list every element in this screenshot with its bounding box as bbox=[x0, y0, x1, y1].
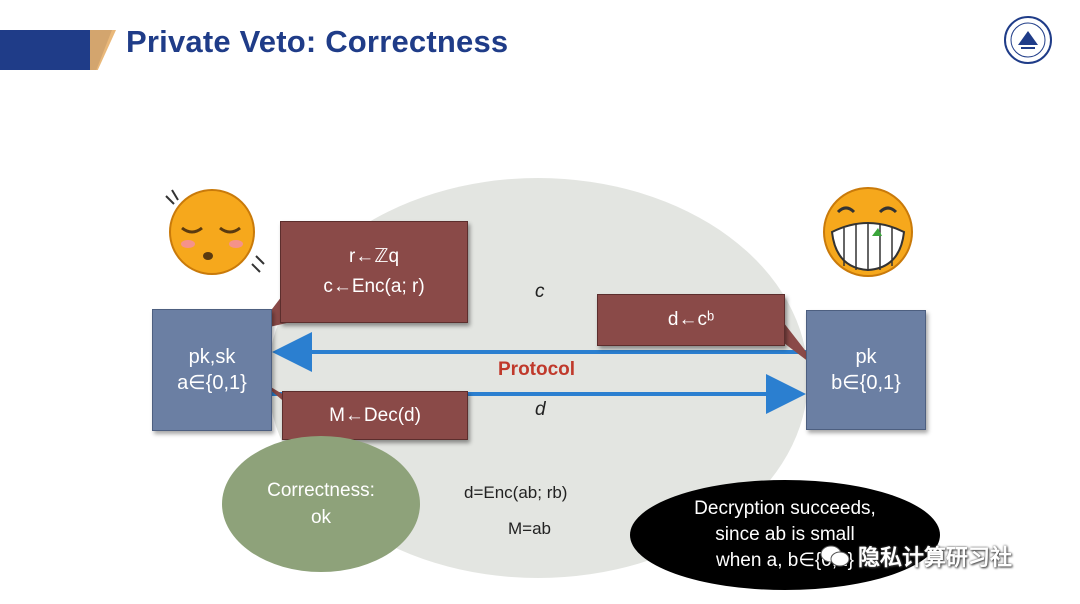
decryption-step: M←Dec(d) bbox=[329, 404, 421, 426]
party-a-input: a∈{0,1} bbox=[177, 372, 247, 394]
correctness-label: Correctness: bbox=[267, 480, 375, 501]
grinning-emoji-icon bbox=[823, 187, 913, 277]
message-d: d bbox=[535, 399, 546, 420]
random-sample: r←ℤq bbox=[348, 246, 400, 267]
note-line-3: when a, b∈{0,1} bbox=[715, 550, 855, 571]
party-a-keys: pk,sk bbox=[188, 346, 236, 368]
party-b-input: b∈{0,1} bbox=[831, 372, 901, 394]
correctness-value: ok bbox=[310, 507, 332, 528]
party-b-keys: pk bbox=[855, 346, 877, 368]
message-c: c bbox=[535, 281, 545, 302]
wechat-icon bbox=[820, 545, 850, 567]
formula-d: d=Enc(ab; rb) bbox=[464, 483, 568, 502]
party-b-box: pk b∈{0,1} bbox=[806, 310, 926, 430]
party-b-callout: d←cᵇ bbox=[597, 294, 785, 346]
watermark-text: 隐私计算研习社 bbox=[858, 545, 1013, 570]
exponent-step: d←cᵇ bbox=[667, 309, 715, 330]
correctness-bubble: Correctness: ok bbox=[222, 436, 420, 572]
decryption-note: Decryption succeeds, since ab is small w… bbox=[630, 480, 940, 590]
university-logo-icon bbox=[1004, 16, 1052, 64]
encrypt-callout: r←ℤq c←Enc(a; r) bbox=[280, 221, 468, 323]
formula-m: M=ab bbox=[508, 519, 551, 538]
note-line-1: Decryption succeeds, bbox=[694, 498, 876, 519]
encryption-step: c←Enc(a; r) bbox=[323, 276, 425, 297]
decrypt-callout: M←Dec(d) bbox=[282, 391, 468, 440]
party-a-box: pk,sk a∈{0,1} bbox=[152, 309, 272, 431]
slide-title: Private Veto: Correctness bbox=[126, 24, 509, 59]
sleepy-emoji-icon bbox=[165, 189, 265, 275]
protocol-label: Protocol bbox=[498, 359, 576, 380]
note-line-2: since ab is small bbox=[715, 524, 855, 545]
